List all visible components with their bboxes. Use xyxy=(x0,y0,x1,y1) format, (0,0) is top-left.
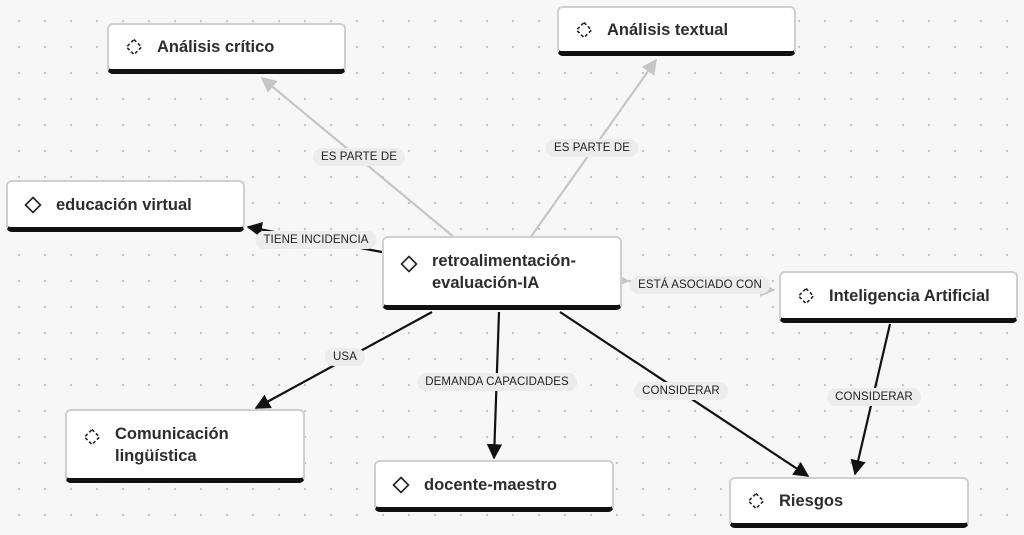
node-educacion-virtual[interactable]: educación virtual xyxy=(6,180,245,232)
dashed-diamond-icon xyxy=(797,286,815,305)
node-label-line-2: evaluación-IA xyxy=(432,273,540,292)
node-docente-maestro[interactable]: docente-maestro xyxy=(374,460,614,512)
edge-label-usa: USA xyxy=(325,348,365,366)
node-label: Análisis crítico xyxy=(157,38,275,56)
edge-label-demanda-capacidades: DEMANDA CAPACIDADES xyxy=(417,373,577,391)
node-label: Riesgos xyxy=(779,492,844,510)
node-label: Inteligencia Artificial xyxy=(829,286,990,305)
edge-label-tiene-incidencia: TIENE INCIDENCIA xyxy=(255,231,377,249)
diamond-icon xyxy=(392,475,410,494)
node-label-line-2: lingüística xyxy=(115,446,197,465)
edge-label-es-parte-de-critico: ES PARTE DE xyxy=(312,148,406,166)
node-retroalimentacion-evaluacion-ia[interactable]: retroalimentación- evaluación-IA xyxy=(382,236,622,310)
node-riesgos[interactable]: Riesgos xyxy=(729,477,969,528)
edge-label-es-parte-de-textual: ES PARTE DE xyxy=(545,139,639,157)
node-analisis-critico[interactable]: Análisis crítico xyxy=(107,23,346,74)
diamond-icon xyxy=(400,255,418,273)
edge-label-considerar-2: CONSIDERAR xyxy=(827,388,921,406)
node-label: docente-maestro xyxy=(424,475,557,494)
node-label-line-1: Comunicación xyxy=(115,424,229,443)
node-label: Análisis textual xyxy=(607,20,729,39)
node-analisis-textual[interactable]: Análisis textual xyxy=(557,6,796,56)
node-label: educación virtual xyxy=(56,195,192,214)
dashed-diamond-icon xyxy=(83,428,101,446)
diamond-icon xyxy=(24,195,42,214)
node-inteligencia-artificial[interactable]: Inteligencia Artificial xyxy=(779,271,1018,323)
dashed-diamond-icon xyxy=(747,492,765,510)
edge-label-esta-asociado: ESTÁ ASOCIADO CON xyxy=(630,276,770,294)
node-label-line-1: retroalimentación- xyxy=(432,251,576,270)
dashed-diamond-icon xyxy=(575,20,593,39)
node-comunicacion-linguistica[interactable]: Comunicación lingüística xyxy=(65,409,305,483)
node-label: Comunicación lingüística xyxy=(115,423,229,467)
dashed-diamond-icon xyxy=(125,38,143,56)
edge-label-considerar-1: CONSIDERAR xyxy=(634,382,728,400)
node-label: retroalimentación- evaluación-IA xyxy=(432,250,576,294)
